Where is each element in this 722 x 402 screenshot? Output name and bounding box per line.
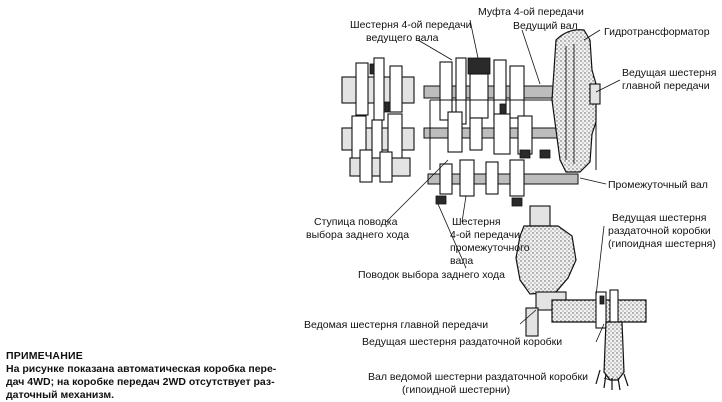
- note-line-3: даточный механизм.: [6, 389, 115, 401]
- label-drive-shaft: Ведущий вал: [513, 20, 578, 32]
- label-transfer-drive-gear: Ведущая шестерня раздаточной коробки: [362, 336, 562, 348]
- label-transfer-drive-1: Ведущая шестерня: [612, 212, 706, 224]
- note-line-2: дач 4WD; на коробке передач 2WD отсутств…: [6, 376, 275, 388]
- label-transfer-driven-shaft-1: Вал ведомой шестерни раздаточной коробки: [368, 371, 588, 383]
- label-clutch4: Муфта 4-ой передачи: [478, 6, 584, 18]
- label-counter-shaft: Промежуточный вал: [608, 179, 708, 191]
- label-gear4-drive-2: ведущего вала: [366, 32, 439, 44]
- label-gear4-counter-4: вала: [450, 255, 473, 267]
- diagram-labels: Муфта 4-ой передачи Шестерня 4-ой переда…: [304, 6, 716, 396]
- leader-lines: [385, 19, 621, 381]
- label-gear4-counter-1: Шестерня: [452, 216, 501, 228]
- label-gear4-drive-1: Шестерня 4-ой передачи: [350, 19, 472, 31]
- label-gear4-counter-3: промежуточного: [450, 242, 530, 254]
- label-main-drive-gear-1: Ведущая шестерня: [622, 67, 716, 79]
- label-reverse-fork: Поводок выбора заднего хода: [358, 269, 505, 281]
- side-gear-cluster: [341, 57, 415, 183]
- note-line-1: На рисунке показана автоматическая короб…: [6, 363, 277, 375]
- note-block: ПРИМЕЧАНИЕ На рисунке показана автоматич…: [6, 350, 306, 402]
- label-transfer-drive-3: (гипоидная шестерня): [608, 238, 716, 250]
- label-reverse-hub-2: выбора заднего хода: [306, 229, 409, 241]
- torque-converter: [551, 29, 601, 173]
- transfer-case: [515, 205, 647, 391]
- label-gear4-counter-2: 4-ой передачи: [450, 229, 520, 241]
- note-title: ПРИМЕЧАНИЕ: [6, 350, 83, 362]
- label-torque-converter: Гидротрансформатор: [604, 26, 710, 38]
- label-transfer-driven-shaft-2: (гипоидной шестерни): [402, 384, 510, 396]
- label-main-drive-gear-2: главной передачи: [622, 80, 710, 92]
- label-transfer-drive-2: раздаточной коробки: [608, 225, 711, 237]
- label-reverse-hub-1: Ступица поводка: [314, 216, 398, 228]
- label-final-driven: Ведомая шестерня главной передачи: [304, 319, 488, 331]
